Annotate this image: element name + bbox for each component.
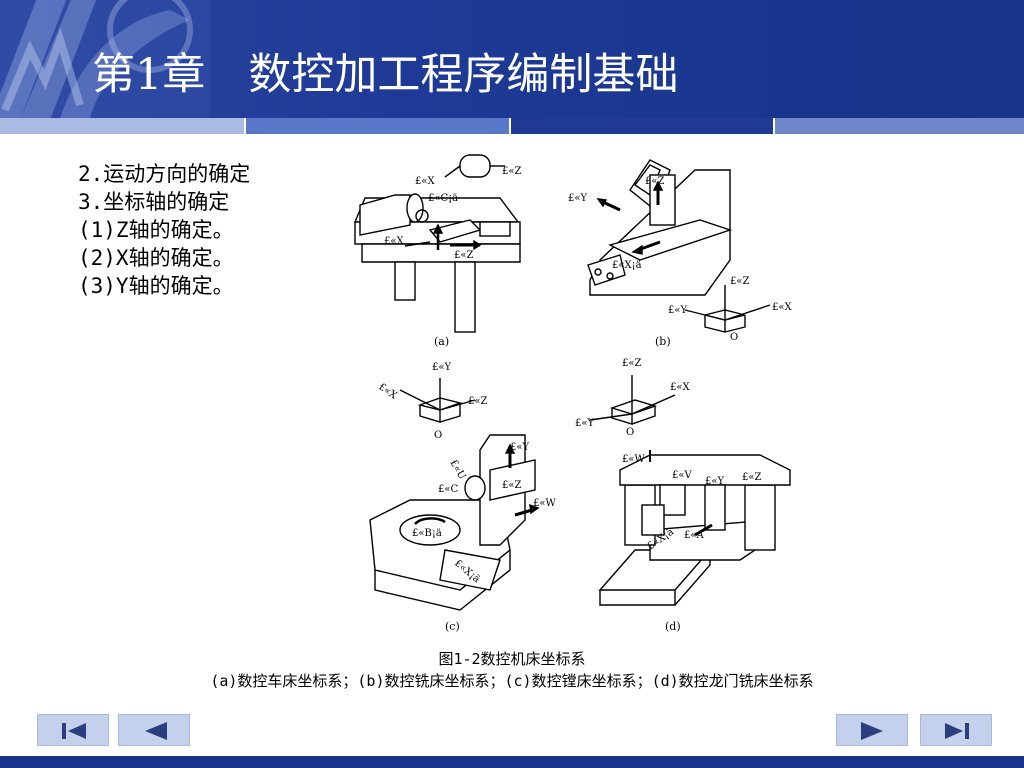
axis-label: £«B¡ä [412,528,442,539]
diagram-c-axes [399,378,476,423]
axis-label: £«W [622,454,645,465]
caption-detail: (a)数控车床坐标系；(b)数控铣床坐标系；(c)数控镗床坐标系；(d)数控龙门… [210,672,814,690]
axis-label: £«X [772,302,792,313]
triangle-left-icon [145,722,167,740]
logo-decoration [0,0,210,118]
axis-label: £«Y [705,476,724,487]
previous-slide-button[interactable] [118,714,190,746]
content-line: (1)Z轴的确定。 [78,218,234,242]
last-slide-button[interactable] [920,714,992,746]
axis-label: £«Z [645,176,664,187]
axis-label: £«Z [468,396,487,407]
diagram-c-boring [369,434,540,611]
axis-label: £«Z [454,250,473,261]
axis-label: O [626,427,634,438]
bar-segment [246,118,509,134]
axis-label: O [730,332,738,343]
footer-bar [0,756,1024,768]
axis-label: £«Y [575,418,594,429]
bar-segment [511,118,773,134]
axis-label: £«Z [742,472,761,483]
axis-label: £«Y [432,362,451,373]
axis-label: £«Z [622,358,641,369]
panel-label: (b) [655,335,671,348]
axis-label: £«X [384,236,404,247]
figure-caption: 图1-2数控机床坐标系 (a)数控车床坐标系；(b)数控铣床坐标系；(c)数控镗… [0,648,1024,692]
content-line: (3)Y轴的确定。 [78,274,234,298]
panel-label: (c) [445,620,460,633]
next-slide-button[interactable] [836,714,908,746]
content-line: (2)X轴的确定。 [78,246,234,270]
panel-label: (d) [665,620,681,633]
content-line: 2.运动方向的确定 [78,162,251,186]
diagram-a-lathe [353,154,521,333]
content-line: 3.坐标轴的确定 [78,190,230,214]
axis-label: £«V [672,470,692,481]
slide-header: 第1章 数控加工程序编制基础 [0,0,1024,118]
axis-label: £«Y [568,193,587,204]
caption-title: 图1-2数控机床坐标系 [438,650,586,668]
axis-label: £«Z [502,480,521,491]
diagram-b-axes [684,285,771,333]
diagram-b-mill [587,159,733,296]
panel-label: (a) [434,335,449,348]
axis-label: £«C¡ä [428,193,458,204]
slide-title: 第1章 数控加工程序编制基础 [92,50,679,100]
bar-segment [0,118,244,134]
axis-label: £«X¡ä [612,260,642,271]
content-list: 2.运动方向的确定 3.坐标轴的确定 (1)Z轴的确定。 (2)X轴的确定。 (… [78,160,250,300]
axis-label: O [434,430,442,441]
title-underline-bar [0,118,1024,134]
skip-first-icon [62,723,86,739]
axis-label: £«Z [502,166,521,177]
axis-label: £«X [376,381,399,402]
diagram-d-axes [589,375,676,425]
axis-label: £«X [415,176,435,187]
axis-label: £«X [670,382,690,393]
bar-segment [775,118,1024,134]
axis-label: £«C [438,484,458,495]
triangle-right-icon [861,722,883,740]
skip-last-icon [945,723,969,739]
axis-label: £«W [533,498,556,509]
axis-label: £«Y [668,305,687,316]
first-slide-button[interactable] [37,714,109,746]
machine-coordinate-figure: £«X £«Z £«C¡ä £«X £«Z £«Y £«Z £«X¡ä £«Z … [353,154,792,633]
axis-label: £«U [447,458,467,482]
axis-label: £«Z [730,276,749,287]
axis-label: £«Y [510,442,529,453]
diagram-d-gantry [598,450,791,606]
axis-label: £«A [684,530,704,541]
